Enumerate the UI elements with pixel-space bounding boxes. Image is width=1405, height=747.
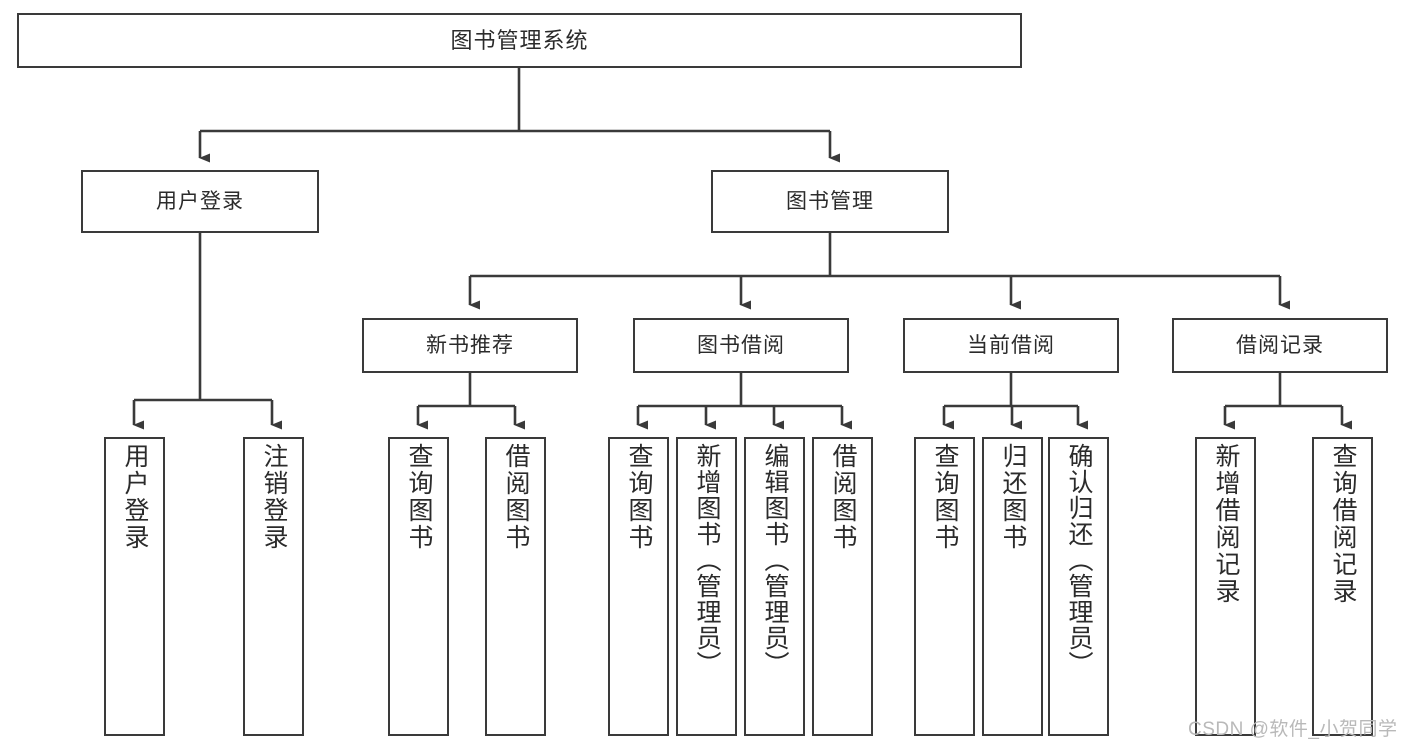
leaf-edit-book-admin[interactable]: 编辑图书（管理员）: [744, 437, 805, 736]
node-user-login-label: 用户登录: [156, 190, 244, 213]
node-book-management[interactable]: 图书管理: [711, 170, 949, 233]
leaf-label: 确认归还（管理员）: [1065, 443, 1093, 677]
leaf-confirm-return-admin[interactable]: 确认归还（管理员）: [1048, 437, 1109, 736]
leaf-label: 借阅图书: [829, 443, 857, 551]
leaf-add-borrow-record[interactable]: 新增借阅记录: [1195, 437, 1256, 736]
node-borrow-record-label: 借阅记录: [1236, 334, 1324, 357]
node-book-borrow[interactable]: 图书借阅: [633, 318, 849, 373]
node-current-borrow-label: 当前借阅: [967, 334, 1055, 357]
leaf-borrow-book-recommend[interactable]: 借阅图书: [485, 437, 546, 736]
leaf-logout[interactable]: 注销登录: [243, 437, 304, 736]
node-user-login[interactable]: 用户登录: [81, 170, 319, 233]
node-new-book-recommend[interactable]: 新书推荐: [362, 318, 578, 373]
leaf-label: 新增图书（管理员）: [693, 443, 721, 677]
leaf-label: 查询图书: [625, 443, 653, 551]
leaf-label: 查询图书: [931, 443, 959, 551]
csdn-watermark: CSDN @软件_小贺同学: [1188, 719, 1398, 740]
leaf-label: 查询图书: [405, 443, 433, 551]
leaf-query-borrow-record[interactable]: 查询借阅记录: [1312, 437, 1373, 736]
leaf-add-book-admin[interactable]: 新增图书（管理员）: [676, 437, 737, 736]
node-book-management-label: 图书管理: [786, 190, 874, 213]
node-book-borrow-label: 图书借阅: [697, 334, 785, 357]
leaf-query-book-current[interactable]: 查询图书: [914, 437, 975, 736]
leaf-user-login[interactable]: 用户登录: [104, 437, 165, 736]
leaf-label: 查询借阅记录: [1329, 443, 1357, 605]
leaf-query-book-borrow[interactable]: 查询图书: [608, 437, 669, 736]
leaf-label: 注销登录: [260, 443, 288, 551]
leaf-label: 用户登录: [121, 443, 149, 551]
leaf-label: 编辑图书（管理员）: [761, 443, 789, 677]
node-current-borrow[interactable]: 当前借阅: [903, 318, 1119, 373]
node-root-label: 图书管理系统: [450, 27, 589, 53]
node-new-book-recommend-label: 新书推荐: [426, 334, 514, 357]
node-borrow-record[interactable]: 借阅记录: [1172, 318, 1388, 373]
leaf-label: 新增借阅记录: [1212, 443, 1240, 605]
leaf-query-book-recommend[interactable]: 查询图书: [388, 437, 449, 736]
leaf-borrow-book[interactable]: 借阅图书: [812, 437, 873, 736]
leaf-label: 归还图书: [999, 443, 1027, 551]
node-root[interactable]: 图书管理系统: [17, 13, 1022, 68]
leaf-return-book[interactable]: 归还图书: [982, 437, 1043, 736]
leaf-label: 借阅图书: [502, 443, 530, 551]
